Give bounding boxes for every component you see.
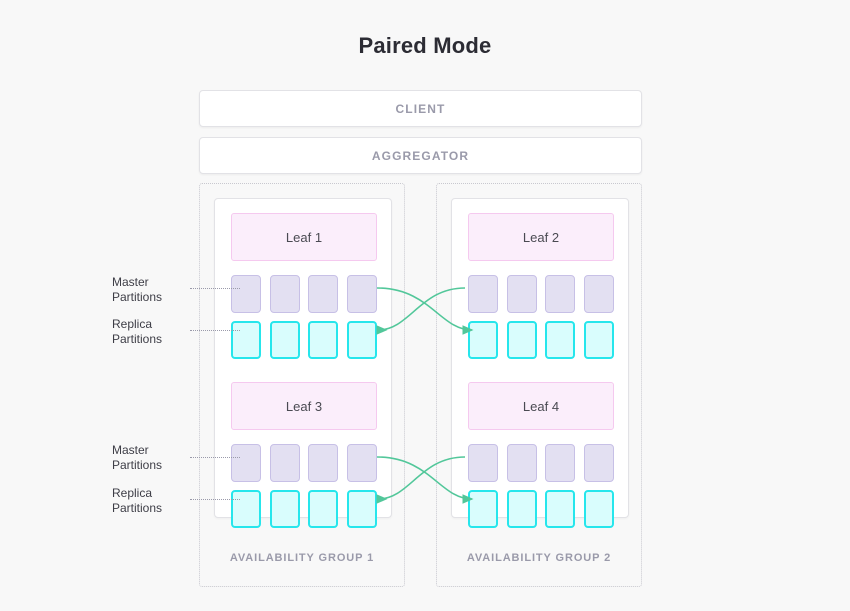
label-replica-line2: Partitions	[112, 501, 163, 515]
replica-partition[interactable]	[468, 321, 498, 359]
leaf-3-replica-partitions	[231, 490, 377, 528]
replica-partition[interactable]	[545, 321, 576, 359]
replica-partition[interactable]	[231, 321, 261, 359]
replica-partition[interactable]	[346, 321, 377, 359]
label-replica-partitions-upper: Replica Partitions	[112, 317, 192, 347]
label-replica-line2: Partitions	[112, 332, 163, 346]
leader-line-master-upper	[190, 288, 240, 289]
availability-group-1-label: AVAILABILITY GROUP 1	[229, 552, 375, 564]
master-partition[interactable]	[346, 275, 377, 313]
label-master-line1: Master	[112, 443, 149, 457]
label-master-partitions-lower: Master Partitions	[112, 443, 192, 473]
replica-partition[interactable]	[269, 490, 300, 528]
replica-partition[interactable]	[506, 490, 537, 528]
availability-group-2[interactable]: Leaf 2 Leaf 4	[436, 183, 642, 587]
aggregator-box[interactable]: AGGREGATOR	[199, 137, 642, 174]
leaf-4-header[interactable]: Leaf 4	[468, 382, 614, 430]
replica-partition[interactable]	[583, 490, 614, 528]
leaf-2-label: Leaf 2	[522, 229, 560, 245]
leaf-card-group-1: Leaf 1 Leaf 3	[214, 198, 392, 528]
client-box[interactable]: CLIENT	[199, 90, 642, 127]
leaf-1-replica-partitions	[231, 321, 377, 359]
master-partition[interactable]	[231, 275, 261, 313]
master-partition[interactable]	[269, 444, 300, 482]
replica-partition[interactable]	[308, 321, 339, 359]
master-partition[interactable]	[308, 444, 339, 482]
master-partition[interactable]	[231, 444, 261, 482]
replica-partition[interactable]	[308, 490, 339, 528]
replica-partition[interactable]	[583, 321, 614, 359]
client-label: CLIENT	[395, 101, 446, 116]
master-partition[interactable]	[269, 275, 300, 313]
master-partition[interactable]	[545, 444, 576, 482]
master-partition[interactable]	[346, 444, 377, 482]
availability-group-2-label: AVAILABILITY GROUP 2	[466, 552, 612, 564]
master-partition[interactable]	[308, 275, 339, 313]
leaf-card-group-2: Leaf 2 Leaf 4	[451, 198, 629, 528]
availability-group-1[interactable]: Leaf 1 Leaf 3	[199, 183, 405, 587]
replica-partition[interactable]	[346, 490, 377, 528]
leaf-3-master-partitions	[231, 444, 377, 482]
leaf-4-label: Leaf 4	[522, 398, 560, 414]
leaf-2-master-partitions	[468, 275, 614, 313]
label-master-line1: Master	[112, 275, 149, 289]
leaf-1-master-partitions	[231, 275, 377, 313]
label-master-partitions-upper: Master Partitions	[112, 275, 192, 305]
replica-partition[interactable]	[269, 321, 300, 359]
leaf-3-label: Leaf 3	[285, 398, 323, 414]
leaf-3-header[interactable]: Leaf 3	[231, 382, 377, 430]
label-master-line2: Partitions	[112, 458, 163, 472]
page-title: Paired Mode	[358, 33, 492, 58]
leaf-4-master-partitions	[468, 444, 614, 482]
replica-partition[interactable]	[506, 321, 537, 359]
label-replica-line1: Replica	[112, 486, 153, 500]
master-partition[interactable]	[468, 444, 498, 482]
leaf-2-header[interactable]: Leaf 2	[468, 213, 614, 261]
master-partition[interactable]	[468, 275, 498, 313]
leaf-2-replica-partitions	[468, 321, 614, 359]
label-replica-partitions-lower: Replica Partitions	[112, 486, 192, 516]
leaf-4-replica-partitions	[468, 490, 614, 528]
master-partition[interactable]	[506, 444, 537, 482]
master-partition[interactable]	[545, 275, 576, 313]
aggregator-label: AGGREGATOR	[371, 148, 470, 163]
master-partition[interactable]	[583, 444, 614, 482]
leader-line-master-lower	[190, 457, 240, 458]
master-partition[interactable]	[506, 275, 537, 313]
leaf-1-label: Leaf 1	[285, 229, 323, 245]
leaf-1-header[interactable]: Leaf 1	[231, 213, 377, 261]
replica-partition[interactable]	[231, 490, 261, 528]
replica-partition[interactable]	[468, 490, 498, 528]
leader-line-replica-upper	[190, 330, 240, 331]
label-master-line2: Partitions	[112, 290, 163, 304]
master-partition[interactable]	[583, 275, 614, 313]
leader-line-replica-lower	[190, 499, 240, 500]
label-replica-line1: Replica	[112, 317, 153, 331]
replica-partition[interactable]	[545, 490, 576, 528]
